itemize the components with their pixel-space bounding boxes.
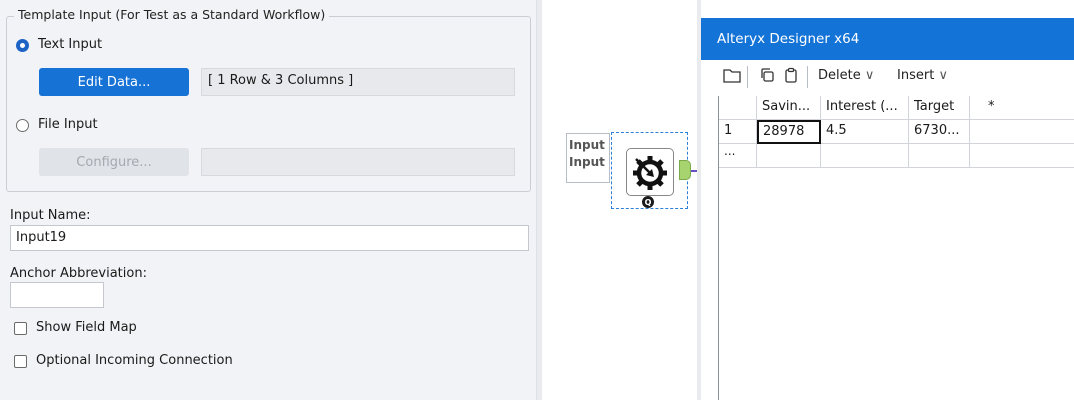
file-path-field (201, 148, 515, 176)
workflow-canvas[interactable] (542, 0, 698, 400)
input-name-field[interactable]: Input19 (10, 225, 529, 251)
anchor-label-line-1: Input (569, 138, 605, 152)
gear-arrow-icon (633, 156, 667, 190)
group-title: Template Input (For Test as a Standard W… (14, 7, 330, 22)
output-anchor[interactable] (679, 160, 691, 180)
toolbar-separator (807, 66, 808, 88)
optional-incoming-label: Optional Incoming Connection (36, 353, 233, 368)
designer-window: Alteryx Designer x64 Delete ∨ Insert ∨ S… (701, 0, 1074, 400)
insert-label: Insert (897, 68, 935, 83)
window-title: Alteryx Designer x64 (717, 31, 860, 47)
show-field-map-label: Show Field Map (36, 320, 137, 335)
column-header[interactable]: Savin... (757, 96, 821, 120)
input-name-label: Input Name: (10, 208, 91, 223)
header-row: Savin... Interest (... Target * (719, 96, 1074, 120)
row-number[interactable]: ... (719, 144, 757, 168)
data-summary-field: [ 1 Row & 3 Columns ] (201, 68, 515, 96)
delete-menu[interactable]: Delete ∨ (818, 68, 874, 83)
optional-incoming-checkbox[interactable] (14, 355, 27, 368)
insert-menu[interactable]: Insert ∨ (897, 68, 948, 83)
new-column-header[interactable]: * (970, 96, 1074, 120)
anchor-abbreviation-field[interactable] (10, 282, 104, 308)
show-field-map-checkbox[interactable] (14, 322, 27, 335)
table-cell[interactable] (821, 144, 909, 168)
copy-icon[interactable] (759, 67, 775, 87)
row-number[interactable]: 1 (719, 120, 757, 144)
folder-icon[interactable] (723, 67, 741, 87)
data-toolbar: Delete ∨ Insert ∨ (701, 60, 1074, 94)
delete-label: Delete (818, 68, 861, 83)
table-cell[interactable]: 4.5 (821, 120, 909, 144)
question-badge: Q (642, 196, 654, 208)
paste-icon[interactable] (783, 67, 799, 87)
table-cell[interactable] (757, 144, 821, 168)
window-titlebar[interactable]: Alteryx Designer x64 (701, 18, 1074, 60)
text-input-radio[interactable] (16, 39, 29, 52)
output-connection (691, 170, 697, 172)
anchor-abbreviation-label: Anchor Abbreviation: (10, 266, 147, 281)
configuration-panel: Template Input (For Test as a Standard W… (0, 0, 537, 400)
file-input-label: File Input (38, 117, 98, 132)
toolbar-separator (747, 66, 748, 88)
table-row: 1 28978 4.5 6730... (719, 120, 1074, 144)
macro-input-tool[interactable] (626, 148, 674, 196)
table-cell[interactable] (970, 120, 1074, 144)
table-cell[interactable] (970, 144, 1074, 168)
text-input-label: Text Input (38, 37, 103, 52)
edit-data-button[interactable]: Edit Data... (39, 68, 189, 96)
chevron-down-icon: ∨ (864, 68, 875, 83)
table-cell[interactable] (909, 144, 970, 168)
new-row: ... (719, 144, 1074, 168)
canvas-divider (697, 0, 701, 400)
chevron-down-icon: ∨ (938, 68, 948, 83)
anchor-label-line-2: Input (569, 155, 605, 169)
table-cell[interactable]: 6730... (909, 120, 970, 144)
configure-button[interactable]: Configure... (39, 148, 189, 176)
column-header[interactable]: Target (909, 96, 970, 120)
column-header[interactable]: Interest (... (821, 96, 909, 120)
input-anchor-label: Input Input (566, 133, 610, 183)
file-input-radio[interactable] (16, 119, 29, 132)
data-grid: Savin... Interest (... Target * 1 28978 … (718, 96, 1074, 400)
panel-divider[interactable] (537, 0, 542, 400)
row-header-corner (719, 96, 757, 120)
table-cell[interactable]: 28978 (757, 120, 821, 144)
